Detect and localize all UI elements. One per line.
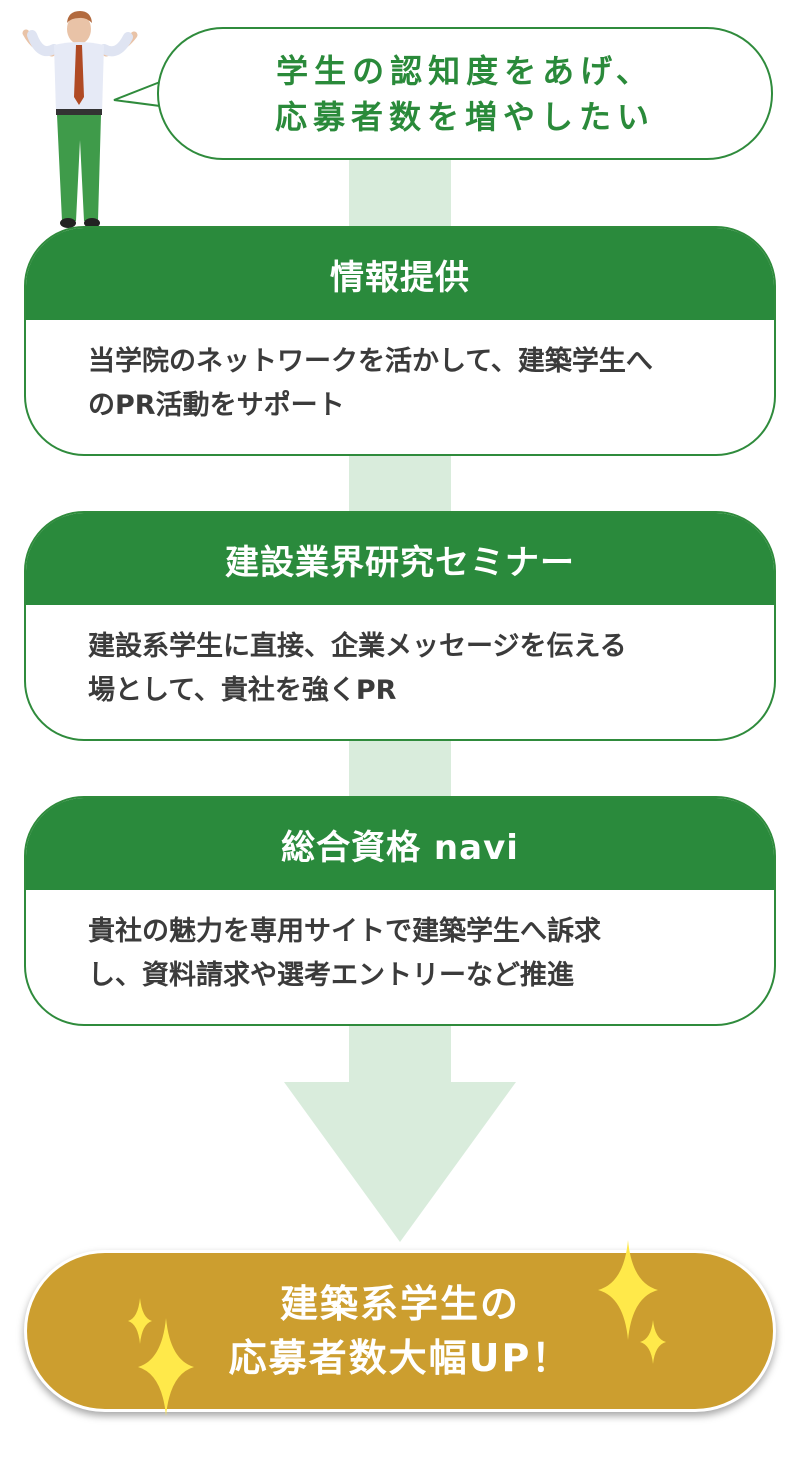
- step-description: 当学院のネットワークを活かして、建築学生へ のPR活動をサポート: [26, 320, 774, 428]
- step-title: 建設業界研究セミナー: [26, 513, 774, 605]
- step-line: し、資料請求や選考エントリーなど推進: [88, 960, 574, 991]
- step-description: 建設系学生に直接、企業メッセージを伝える 場として、貴社を強くPR: [26, 605, 774, 713]
- speech-line-2: 応募者数を増やしたい: [274, 97, 655, 136]
- step-line: 場として、貴社を強くPR: [88, 675, 397, 706]
- businessman-shrug-icon: [22, 11, 138, 228]
- step-box-info: 情報提供 当学院のネットワークを活かして、建築学生へ のPR活動をサポート: [24, 226, 776, 456]
- sparkle-icon: [138, 1318, 194, 1416]
- connector-stem-3: [349, 740, 451, 800]
- down-arrow-icon: [284, 1082, 516, 1242]
- connector-stem-1: [349, 158, 451, 230]
- step-line: 当学院のネットワークを活かして、建築学生へ: [88, 346, 653, 377]
- step-line: 貴社の魅力を専用サイトで建築学生へ訴求: [88, 916, 601, 947]
- sparkle-icon: [128, 1298, 152, 1344]
- step-box-navi: 総合資格 navi 貴社の魅力を専用サイトで建築学生へ訴求 し、資料請求や選考エ…: [24, 796, 776, 1026]
- step-title: 情報提供: [26, 228, 774, 320]
- result-line-2: 応募者数大幅UP！: [228, 1336, 572, 1380]
- step-description: 貴社の魅力を専用サイトで建築学生へ訴求 し、資料請求や選考エントリーなど推進: [26, 890, 774, 998]
- connector-stem-4: [349, 1025, 451, 1090]
- connector-stem-2: [349, 455, 451, 515]
- sparkle-icon: [640, 1320, 666, 1364]
- step-title: 総合資格 navi: [26, 798, 774, 890]
- speech-bubble: 学生の認知度をあげ、 応募者数を増やしたい: [157, 27, 773, 160]
- sparkle-icon: [598, 1240, 658, 1340]
- speech-bubble-tail: [113, 81, 161, 107]
- step-line: 建設系学生に直接、企業メッセージを伝える: [88, 631, 627, 662]
- step-line: のPR活動をサポート: [88, 390, 345, 421]
- step-box-seminar: 建設業界研究セミナー 建設系学生に直接、企業メッセージを伝える 場として、貴社を…: [24, 511, 776, 741]
- speech-line-1: 学生の認知度をあげ、: [276, 51, 654, 90]
- result-line-1: 建築系学生の: [279, 1282, 520, 1326]
